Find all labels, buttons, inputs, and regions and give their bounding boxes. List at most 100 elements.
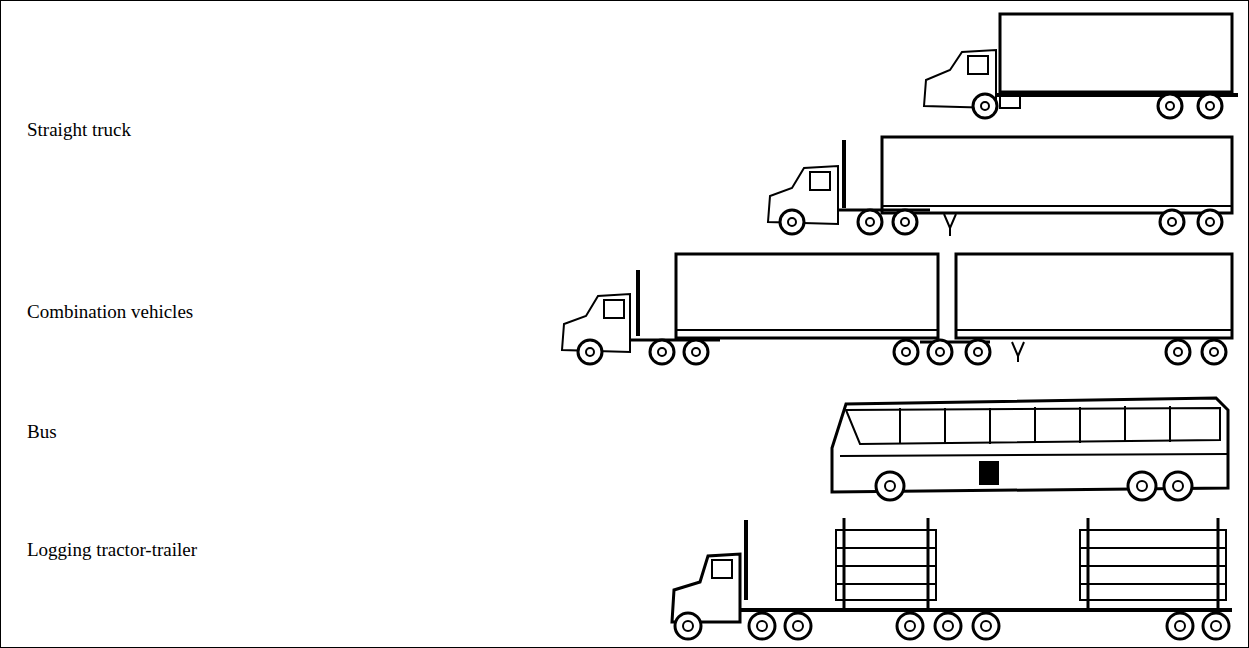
double-trailer-part <box>1202 340 1226 364</box>
double-trailer-part <box>658 348 666 356</box>
double-trailer-part <box>692 348 700 356</box>
straight-truck-part <box>1158 94 1182 118</box>
tractor-semitrailer <box>768 137 1232 236</box>
logging-truck-part <box>1080 530 1226 600</box>
bus-part <box>980 462 998 484</box>
tractor-semitrailer-part <box>882 205 1232 207</box>
vehicle-label: Logging tractor-trailer <box>27 539 197 561</box>
bus <box>832 398 1228 500</box>
straight-truck <box>924 14 1238 118</box>
tractor-semitrailer-part <box>1206 218 1214 226</box>
tractor-semitrailer-part <box>788 218 796 226</box>
double-trailer-part <box>1012 342 1024 362</box>
straight-truck-part <box>968 56 988 74</box>
logging-truck-part <box>1203 613 1229 639</box>
straight-truck-part <box>1166 102 1174 110</box>
logging-truck-part <box>905 621 915 631</box>
double-trailer-part <box>956 329 1232 331</box>
logging-truck-part <box>744 520 748 600</box>
logging-truck-part <box>1080 565 1226 567</box>
logging-truck-part <box>675 613 701 639</box>
logging-truck-part <box>973 613 999 639</box>
logging-truck-part <box>740 608 1232 612</box>
double-trailer-part <box>936 348 944 356</box>
logging-truck-part <box>1211 621 1221 631</box>
logging-truck-part <box>757 621 767 631</box>
bus-part <box>876 472 904 500</box>
logging-truck-part <box>897 613 923 639</box>
logging-truck-part <box>943 621 953 631</box>
straight-truck-part <box>981 102 989 110</box>
logging-truck-part <box>935 613 961 639</box>
bus-part <box>1169 406 1171 442</box>
logging-truck-part <box>1087 518 1090 608</box>
bus-part <box>989 408 991 444</box>
tractor-semitrailer-part <box>842 140 846 208</box>
logging-truck-part <box>1080 547 1226 549</box>
tractor-semitrailer-part <box>838 209 930 212</box>
double-trailer-part <box>650 340 674 364</box>
bus-part <box>1164 472 1192 500</box>
vehicle-label: Combination vehicles <box>27 301 193 323</box>
double-trailer-part <box>604 300 624 318</box>
bus-part <box>840 454 1228 456</box>
bus-part <box>1128 472 1156 500</box>
double-trailer-part <box>630 339 720 342</box>
logging-truck-part <box>836 530 936 600</box>
double-trailer-part <box>966 340 990 364</box>
tractor-semitrailer-part <box>1160 210 1184 234</box>
double-trailer-part <box>1210 348 1218 356</box>
double-trailer-part <box>684 340 708 364</box>
bus-part <box>1079 407 1081 443</box>
straight-truck-part <box>973 94 997 118</box>
logging-truck <box>672 518 1232 639</box>
tractor-semitrailer-part <box>882 137 1232 213</box>
bus-part <box>885 481 895 491</box>
logging-truck-part <box>1217 518 1220 608</box>
vehicle-label: Bus <box>27 421 57 443</box>
straight-truck-part <box>1000 14 1232 92</box>
logging-truck-part <box>836 547 936 549</box>
logging-truck-part <box>785 613 811 639</box>
logging-truck-part <box>1167 613 1193 639</box>
double-trailer-part <box>928 340 952 364</box>
logging-truck-part <box>749 613 775 639</box>
bus-part <box>944 408 946 444</box>
tractor-semitrailer-part <box>810 172 830 190</box>
logging-truck-part <box>793 621 803 631</box>
bus-part <box>899 408 901 444</box>
vehicle-label: Straight truck <box>27 119 131 141</box>
tractor-semitrailer-part <box>944 214 956 236</box>
double-trailer <box>562 254 1232 364</box>
bus-part <box>1173 481 1183 491</box>
logging-truck-part <box>1080 583 1226 585</box>
logging-truck-part <box>927 518 930 608</box>
double-trailer-part <box>1166 340 1190 364</box>
double-trailer-part <box>578 340 602 364</box>
double-trailer-part <box>676 254 938 338</box>
double-trailer-part <box>894 340 918 364</box>
tractor-semitrailer-part <box>780 210 804 234</box>
logging-truck-part <box>836 565 936 567</box>
bus-part <box>1124 406 1126 442</box>
double-trailer-part <box>956 254 1232 338</box>
double-trailer-part <box>974 348 982 356</box>
double-trailer-part <box>902 348 910 356</box>
logging-truck-part <box>1175 621 1185 631</box>
logging-truck-part <box>981 621 991 631</box>
tractor-semitrailer-part <box>1198 210 1222 234</box>
logging-truck-part <box>843 518 846 608</box>
logging-truck-part <box>672 554 740 622</box>
double-trailer-part <box>586 348 594 356</box>
tractor-semitrailer-part <box>1168 218 1176 226</box>
bus-part <box>1137 481 1147 491</box>
tractor-semitrailer-part <box>866 218 874 226</box>
tractor-semitrailer-part <box>858 210 882 234</box>
tractor-semitrailer-part <box>893 210 917 234</box>
double-trailer-part <box>636 270 640 336</box>
logging-truck-part <box>712 560 732 578</box>
straight-truck-part <box>1206 102 1214 110</box>
straight-truck-part <box>1198 94 1222 118</box>
double-trailer-part <box>1174 348 1182 356</box>
straight-truck-part <box>999 14 1001 92</box>
